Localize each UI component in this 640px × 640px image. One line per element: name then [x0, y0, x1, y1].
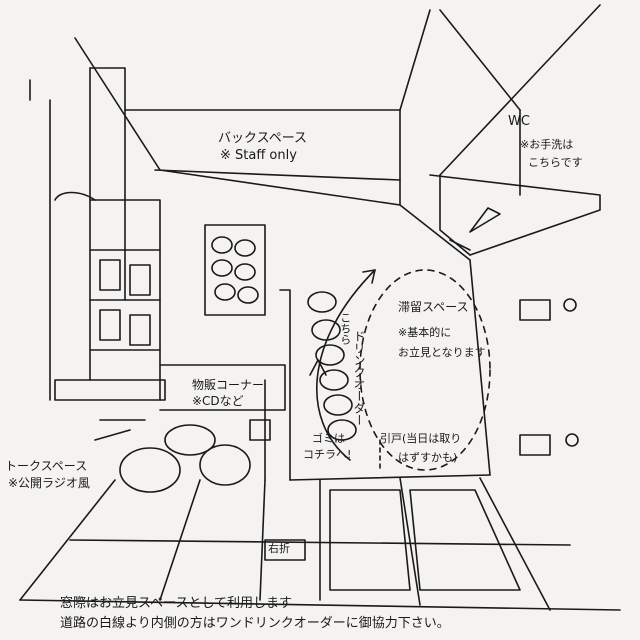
- drink-here-label: こちら: [338, 312, 352, 345]
- drink-order-label: ドリンクオーダー: [352, 330, 366, 426]
- backspace-note: ※ Staff only: [220, 148, 297, 163]
- stay-note-line2: お立見となります: [398, 346, 486, 359]
- road-sign-label: 右折: [268, 542, 290, 555]
- trash-note-line1: ゴミは: [312, 432, 345, 445]
- door-note-line1: 引戸(当日は取り: [380, 432, 462, 445]
- door-note-line2: はずすかも): [398, 451, 458, 464]
- stay-note-line1: ※基本的に: [398, 326, 452, 339]
- goods-note: ※CDなど: [192, 394, 244, 408]
- footer-note-line1: 窓際はお立見スペースとして利用します: [60, 596, 293, 611]
- talk-note: ※公開ラジオ風: [8, 476, 90, 490]
- wc-note-line1: ※お手洗は: [520, 138, 574, 151]
- wc-title: WC: [508, 114, 530, 129]
- wc-note-line2: こちらです: [528, 156, 583, 169]
- stay-title: 滞留スペース: [398, 300, 469, 314]
- backspace-title: バックスペース: [218, 131, 308, 146]
- talk-title: トークスペース: [5, 459, 88, 473]
- goods-title: 物販コーナー: [192, 378, 265, 392]
- trash-note-line2: コチラへ!: [303, 448, 352, 461]
- footer-note-line2: 道路の白線より内側の方はワンドリンクオーダーに御協力下さい。: [60, 616, 450, 631]
